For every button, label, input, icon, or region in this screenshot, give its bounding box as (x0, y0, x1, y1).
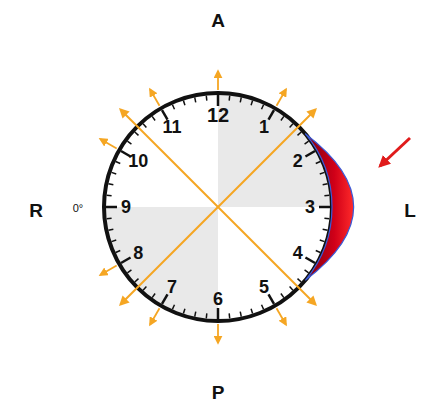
tick-mark (240, 312, 241, 317)
diagonal-arrow (120, 109, 315, 304)
tick-mark (324, 195, 329, 197)
tick-mark (305, 270, 309, 273)
tick-mark (152, 294, 155, 298)
tick-mark (108, 184, 113, 185)
clock-face (104, 93, 332, 321)
tick-mark (107, 195, 112, 197)
tick-mark (135, 132, 139, 135)
degree-label: 0° (73, 203, 84, 214)
hour-number: 3 (305, 198, 315, 216)
tick-mark (251, 100, 253, 105)
tick-mark (324, 217, 329, 219)
tick-mark (290, 124, 293, 128)
hour-number: 2 (293, 152, 303, 170)
tick-mark (281, 116, 284, 120)
tick-mark (183, 100, 185, 105)
outward-arrow (217, 324, 219, 343)
tick-mark (143, 124, 146, 128)
tick-mark (298, 279, 302, 282)
tick-mark (290, 287, 293, 291)
tick-mark (127, 270, 131, 273)
outward-arrow (217, 71, 219, 90)
hour-number: 1 (259, 118, 269, 136)
tick-mark (162, 294, 168, 304)
tick-mark (143, 287, 146, 291)
red-crescent (305, 134, 353, 281)
outward-arrow (277, 308, 287, 324)
clock-rim (104, 93, 332, 321)
minute-ticks (104, 93, 332, 321)
tick-mark (183, 309, 185, 314)
outward-arrow (150, 89, 160, 105)
posterior-label: P (212, 383, 225, 402)
tick-mark (298, 132, 302, 135)
orange-arrows (100, 71, 315, 343)
pointer-arrow (380, 138, 410, 166)
outward-arrow (277, 89, 287, 105)
hour-number: 5 (259, 278, 269, 296)
tick-mark (206, 96, 208, 101)
tick-mark (240, 97, 241, 102)
tick-mark (320, 240, 325, 242)
outward-arrow (150, 308, 160, 324)
tick-mark (323, 184, 328, 185)
tick-mark (319, 206, 330, 209)
tick-mark (323, 229, 328, 230)
tick-mark (116, 251, 121, 253)
tick-mark (121, 258, 131, 264)
hour-number: 6 (213, 290, 223, 308)
tick-mark (262, 305, 264, 310)
tick-mark (269, 294, 275, 304)
tick-mark (320, 172, 325, 174)
anterior-label: A (211, 11, 225, 30)
hour-number: 10 (128, 152, 148, 170)
tick-mark (316, 161, 321, 163)
outward-arrow (100, 266, 116, 276)
tick-mark (106, 206, 117, 209)
tick-mark (108, 229, 113, 230)
tick-mark (228, 313, 230, 318)
tick-mark (305, 258, 315, 264)
tick-mark (217, 308, 220, 319)
tick-mark (305, 141, 309, 144)
hour-number: 7 (167, 278, 177, 296)
tick-mark (152, 116, 155, 120)
diagonal-arrow (120, 109, 315, 304)
outward-arrow (100, 139, 116, 149)
tick-mark (251, 309, 253, 314)
tick-mark (305, 151, 315, 157)
tick-mark (172, 305, 174, 310)
tick-mark (206, 313, 208, 318)
tick-mark (135, 279, 139, 282)
tick-mark (172, 105, 174, 110)
hour-number: 4 (293, 244, 303, 262)
tick-mark (195, 97, 196, 102)
tick-mark (107, 217, 112, 219)
hour-number: 11 (162, 118, 181, 136)
hour-number: 12 (207, 105, 229, 125)
tick-mark (116, 161, 121, 163)
left-label: L (404, 201, 416, 220)
tick-mark (269, 110, 275, 120)
tick-mark (281, 294, 284, 298)
right-label: R (29, 201, 43, 220)
tick-mark (262, 105, 264, 110)
tick-mark (228, 96, 230, 101)
tick-mark (195, 312, 196, 317)
tick-mark (127, 141, 131, 144)
red-crescent (305, 134, 353, 281)
shaded-quadrants (104, 93, 332, 321)
tick-mark (111, 240, 116, 242)
tick-mark (316, 251, 321, 253)
tick-mark (111, 172, 116, 174)
hour-number: 8 (133, 244, 143, 262)
hour-number: 9 (121, 198, 131, 216)
